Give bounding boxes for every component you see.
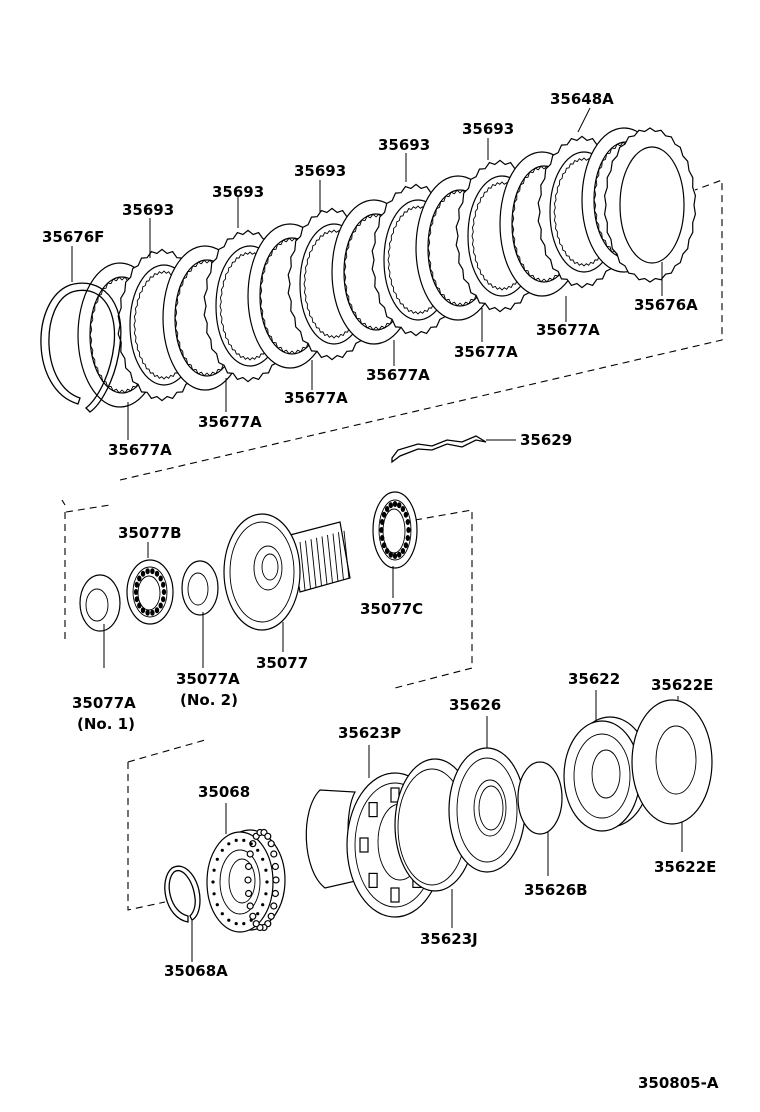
thrust-washer-35077A-no2	[181, 560, 219, 616]
label-35077A-no2: 35077A	[176, 670, 240, 688]
middle-group-outline	[64, 504, 473, 689]
label-35622E-1: 35622E	[651, 676, 713, 694]
label-35693-3: 35693	[294, 162, 346, 180]
label-35077C: 35077C	[360, 600, 423, 618]
label-35677A-6: 35677A	[108, 441, 172, 459]
label-35077: 35077	[256, 654, 308, 672]
label-35693-1: 35693	[462, 120, 514, 138]
seal-35622E	[631, 699, 713, 825]
bearing-35077C	[372, 491, 418, 569]
drum-35077	[223, 513, 351, 631]
o-ring-35626B	[517, 761, 563, 835]
label-35677A-5: 35677A	[198, 413, 262, 431]
label-35623P: 35623P	[338, 724, 401, 742]
label-no1: (No. 1)	[77, 715, 135, 733]
label-35693-5: 35693	[122, 201, 174, 219]
thrust-washer-35077A-no1	[79, 574, 121, 632]
label-35677A-2: 35677A	[454, 343, 518, 361]
snap-ring-35676F	[40, 282, 122, 413]
label-35648A: 35648A	[550, 90, 614, 108]
label-35623J: 35623J	[420, 930, 478, 948]
label-reference-code: 350805-A	[638, 1074, 719, 1092]
label-35693-4: 35693	[212, 183, 264, 201]
label-35068: 35068	[198, 783, 250, 801]
label-35676A: 35676A	[634, 296, 698, 314]
lower-group-outline	[127, 739, 206, 911]
label-35677A-4: 35677A	[284, 389, 348, 407]
label-35693-2: 35693	[378, 136, 430, 154]
piston-35622	[563, 716, 651, 832]
label-35622: 35622	[568, 670, 620, 688]
label-35626: 35626	[449, 696, 501, 714]
snap-ring-35068A	[164, 865, 201, 923]
gear-35068	[206, 828, 286, 933]
spring-35629	[391, 435, 487, 464]
label-35077A-no1: 35077A	[72, 694, 136, 712]
label-35626B: 35626B	[524, 881, 588, 899]
leader-lines	[71, 107, 683, 962]
label-35629: 35629	[520, 431, 572, 449]
backing-plate	[603, 127, 697, 283]
label-35077B: 35077B	[118, 524, 182, 542]
label-35677A-3: 35677A	[366, 366, 430, 384]
label-35068A: 35068A	[164, 962, 228, 980]
part-labels: 35648A 35693 35693 35693 35693 35693 356…	[42, 90, 719, 1092]
clutch-pack	[77, 127, 697, 408]
bearing-35077B	[126, 559, 174, 625]
label-35622E-2: 35622E	[654, 858, 716, 876]
label-35677A-1: 35677A	[536, 321, 600, 339]
hub-35626	[448, 747, 526, 873]
label-no2: (No. 2)	[180, 691, 238, 709]
upper-group-outline	[61, 179, 723, 506]
label-35676F: 35676F	[42, 228, 104, 246]
